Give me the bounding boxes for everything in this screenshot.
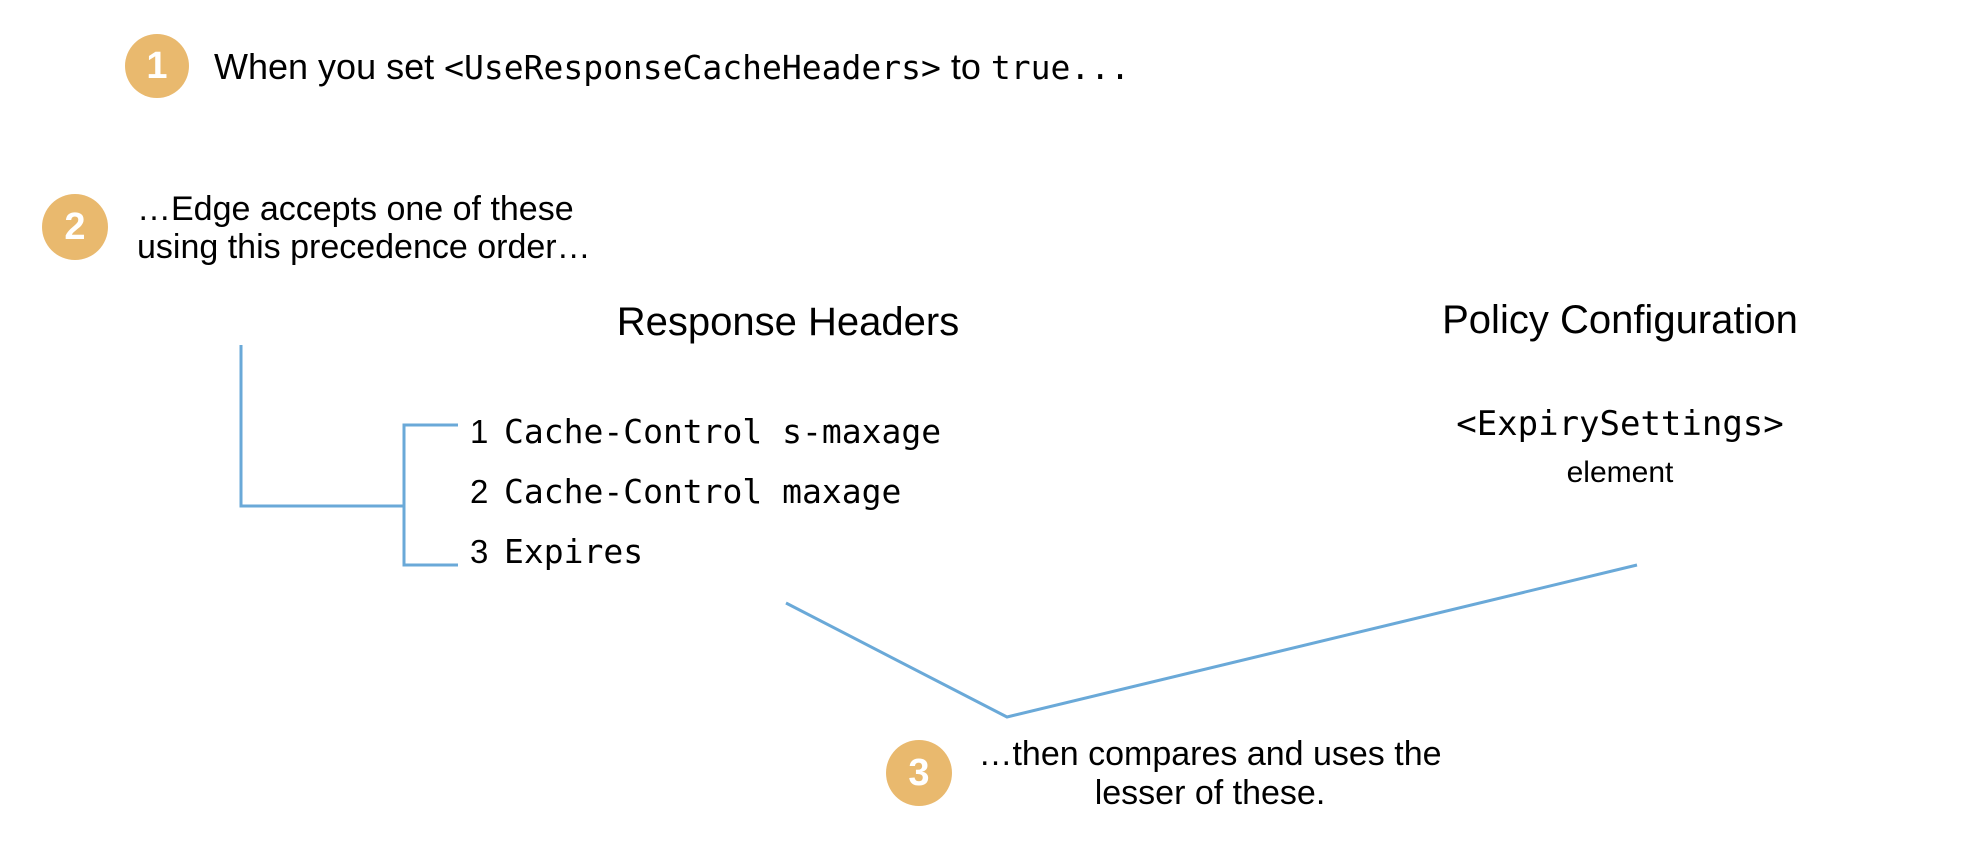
step-1-text-lead: When you set (214, 46, 445, 87)
step-badge-1: 1 (125, 34, 189, 98)
list-item-value: Expires (504, 532, 644, 571)
step-badge-2: 2 (42, 194, 108, 260)
step-2-caption: …Edge accepts one of these using this pr… (137, 190, 591, 267)
response-headers-heading: Response Headers (616, 300, 960, 344)
policy-element-word: element (1566, 456, 1674, 489)
step-badge-3: 3 (886, 740, 952, 806)
list-item-index: 1 (470, 413, 489, 450)
step-3-caption: …then compares and uses the lesser of th… (978, 735, 1442, 813)
step-1-code-value: true... (990, 48, 1130, 87)
step-1-code-element: <UseResponseCacheHeaders> (444, 48, 941, 87)
step-1-caption: When you set <UseResponseCacheHeaders> t… (214, 44, 1130, 89)
policy-element-name: <ExpirySettings> (1456, 404, 1784, 444)
header-list-bracket (402, 423, 458, 567)
list-item-value: Cache-Control maxage (504, 472, 902, 511)
step2-elbow-connector (239, 345, 404, 508)
list-item-index: 2 (470, 473, 489, 510)
policy-configuration-block: <ExpirySettings> element (1425, 404, 1815, 490)
list-item: 1 Cache-Control s-maxage (470, 412, 941, 472)
response-headers-list: 1 Cache-Control s-maxage 2 Cache-Control… (470, 412, 941, 592)
list-item: 3 Expires (470, 532, 941, 592)
list-item-index: 3 (470, 533, 489, 570)
list-item: 2 Cache-Control maxage (470, 472, 941, 532)
policy-configuration-heading: Policy Configuration (1442, 298, 1798, 342)
step-1-text-mid: to (940, 46, 991, 87)
list-item-value: Cache-Control s-maxage (504, 412, 942, 451)
